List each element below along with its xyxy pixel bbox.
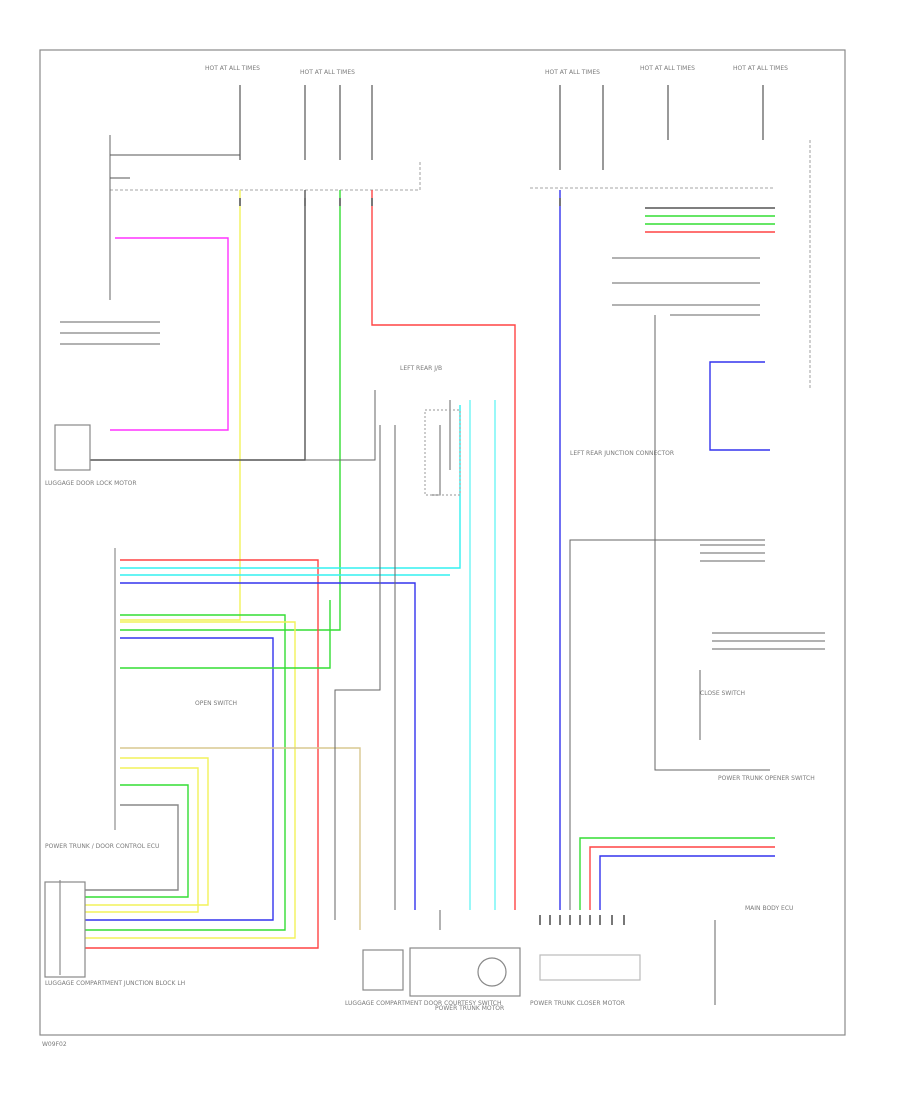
power-motor-box [409, 947, 521, 997]
courtesy-switch-box [362, 949, 404, 991]
header-labels: HOT AT ALL TIMES HOT AT ALL TIMES HOT AT… [205, 65, 788, 76]
pin-ticks [239, 198, 625, 925]
junction-connector-box [424, 409, 461, 496]
gray-wires [60, 257, 825, 1005]
wire-yellow-3 [85, 757, 209, 906]
label-splice: LEFT REAR JUNCTION CONNECTOR [570, 450, 674, 457]
wire-green-2 [85, 614, 286, 931]
label-left-junction: LUGGAGE COMPARTMENT JUNCTION BLOCK LH [45, 980, 185, 987]
label-relay: LEFT REAR J/B [400, 365, 442, 372]
wire-red-2 [85, 559, 319, 949]
motor-symbol [477, 957, 507, 987]
wire-tan-1 [120, 747, 361, 930]
ecu-rails [59, 548, 116, 975]
gw-11 [569, 539, 765, 910]
wire-red-br [589, 846, 775, 910]
wire-yellow-2 [85, 621, 296, 939]
gw-15 [654, 315, 770, 771]
label-closer-motor: POWER TRUNK CLOSER MOTOR [530, 1000, 625, 1007]
wire-dark-1 [90, 190, 306, 461]
fuse-label-4: HOT AT ALL TIMES [640, 65, 695, 72]
label-close-switch: CLOSE SWITCH [700, 690, 745, 697]
gw-6 [334, 425, 381, 920]
gw-4 [305, 390, 376, 461]
fuse-drops [239, 85, 764, 170]
label-right-switch: POWER TRUNK OPENER SWITCH [718, 775, 815, 782]
label-lock-motor: LUGGAGE DOOR LOCK MOTOR [45, 480, 137, 487]
switch-box-left [54, 424, 91, 471]
wire-yellow-1 [120, 190, 241, 621]
wire-yellow-4 [85, 767, 199, 913]
wire-green-1 [120, 190, 341, 631]
wire-blue-br [599, 855, 775, 910]
color-wires [85, 190, 775, 949]
wire-gray-1 [85, 804, 179, 891]
footer-code: W09F02 [42, 1041, 67, 1048]
fuse-label-1: HOT AT ALL TIMES [205, 65, 260, 72]
diagram-frame [39, 49, 846, 1036]
left-top-ecu [109, 135, 240, 300]
label-open-switch: OPEN SWITCH [195, 700, 237, 707]
component-labels: LUGGAGE COMPARTMENT JUNCTION BLOCK LH PO… [45, 365, 815, 1012]
junction-dashes [110, 140, 811, 390]
gw-7 [430, 425, 441, 496]
wire-blue-rloop [709, 361, 770, 451]
component-boxes [44, 409, 641, 997]
wire-pink [110, 237, 229, 431]
wire-red-1 [371, 190, 516, 910]
label-right-ecu: MAIN BODY ECU [745, 905, 793, 912]
label-main-ecu: POWER TRUNK / DOOR CONTROL ECU [45, 843, 159, 850]
fuse-label-5: HOT AT ALL TIMES [733, 65, 788, 72]
right-connector-box [539, 954, 641, 981]
label-courtesy-switch: LUGGAGE COMPARTMENT DOOR COURTESY SWITCH [345, 1000, 501, 1007]
fuse-label-3: HOT AT ALL TIMES [545, 69, 600, 76]
label-power-motor: POWER TRUNK MOTOR [435, 1005, 504, 1012]
wire-green-br [579, 837, 775, 910]
connector-box-left [44, 881, 86, 978]
wire-green-3 [120, 600, 331, 669]
wire-blue-2 [120, 582, 416, 910]
wire-green-4 [85, 784, 189, 898]
jb-dash-left [110, 160, 421, 191]
fuse-label-2: HOT AT ALL TIMES [300, 69, 355, 76]
wire-blue-3 [85, 637, 274, 921]
